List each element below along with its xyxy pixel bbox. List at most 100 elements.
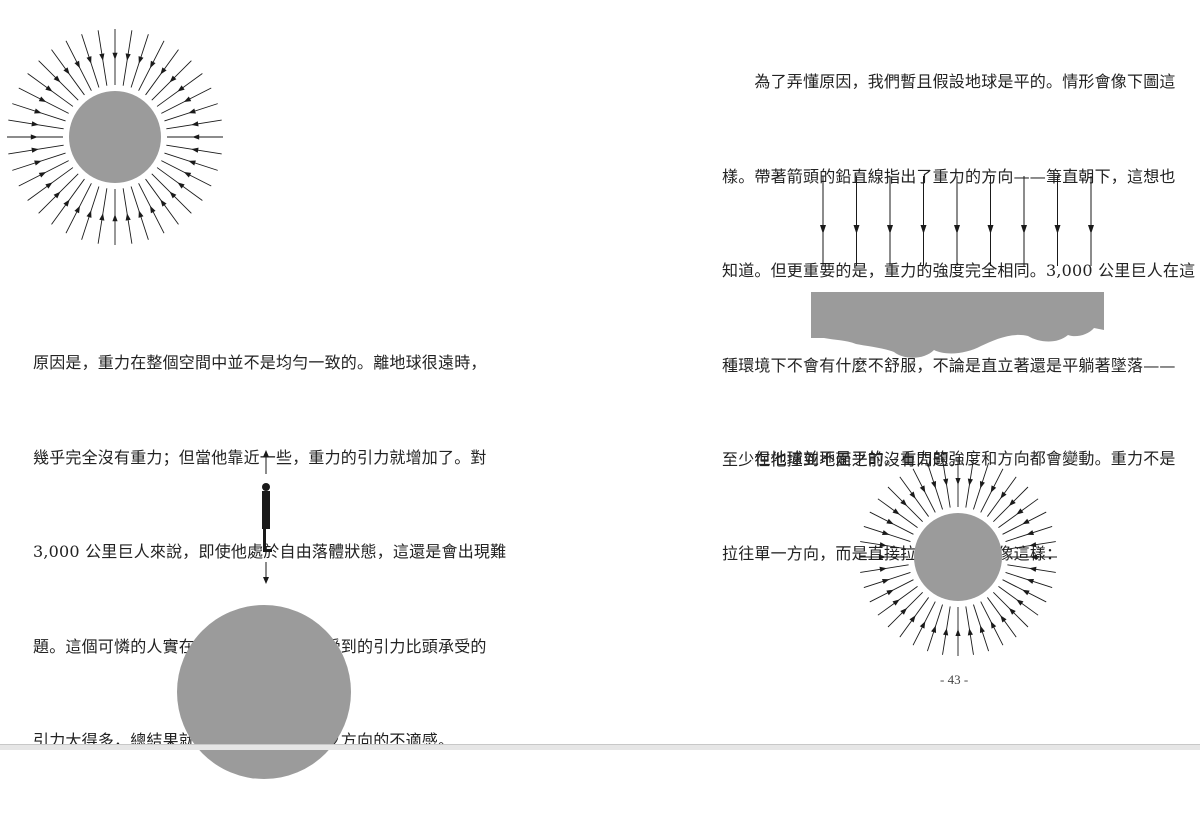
inward-arrow-icon <box>965 459 974 508</box>
inward-arrow-icon <box>859 554 908 560</box>
inward-arrow-icon <box>1008 554 1057 560</box>
inward-arrow-icon <box>877 586 918 616</box>
inward-arrow-icon <box>166 119 222 130</box>
inward-arrow-icon <box>12 152 66 171</box>
inward-arrow-icon <box>860 541 909 550</box>
radial-gravity-diagram-left <box>7 29 223 245</box>
inward-arrow-icon <box>869 511 914 535</box>
inward-arrow-icon <box>1002 511 1047 535</box>
inward-arrow-icon <box>38 60 79 101</box>
text-line: 幾乎完全沒有重力；但當他靠近一些，重力的引力就增加了。對 <box>33 447 487 467</box>
inward-arrow-icon <box>151 60 192 101</box>
inward-arrow-icon <box>1002 579 1047 603</box>
inward-arrow-icon <box>145 49 179 96</box>
inward-arrow-icon <box>161 160 212 187</box>
text-line: 但地球並不是平的。重力的強度和方向都會變動。重力不是 <box>722 449 1176 468</box>
down-arrow-icon <box>820 176 826 266</box>
flat-earth-slab <box>811 292 1104 358</box>
down-arrow-icon <box>1021 176 1027 266</box>
inward-arrow-icon <box>965 606 974 655</box>
text-line: 種環境下不會有什麼不舒服，不論是直立著還是平躺著墜落—— <box>722 355 1176 375</box>
inward-arrow-icon <box>27 73 74 107</box>
inward-arrow-icon <box>942 606 951 655</box>
inward-arrow-icon <box>167 134 223 140</box>
inward-arrow-icon <box>993 592 1029 628</box>
inward-arrow-icon <box>38 173 79 214</box>
left-diagram-earth <box>69 91 161 183</box>
inward-arrow-icon <box>161 87 212 114</box>
inward-arrow-icon <box>27 167 74 201</box>
inward-arrow-icon <box>130 186 149 240</box>
bottom-edge-bar <box>0 744 1200 750</box>
down-arrow-icon <box>954 176 960 266</box>
inward-arrow-icon <box>912 468 936 513</box>
inward-arrow-icon <box>998 498 1039 528</box>
inward-arrow-icon <box>81 34 100 88</box>
inward-arrow-icon <box>887 592 923 628</box>
inward-arrow-icon <box>980 601 1004 646</box>
inward-arrow-icon <box>138 183 165 234</box>
inward-arrow-icon <box>97 30 108 86</box>
down-arrow-icon <box>853 176 860 266</box>
inward-arrow-icon <box>81 186 100 240</box>
inward-arrow-icon <box>145 178 179 225</box>
inward-arrow-icon <box>1005 525 1053 542</box>
inward-arrow-icon <box>130 34 149 88</box>
inward-arrow-icon <box>122 188 133 244</box>
inward-arrow-icon <box>51 178 85 225</box>
giant-person-icon <box>262 483 272 552</box>
inward-arrow-icon <box>1007 541 1056 550</box>
right-diagram-earth <box>914 513 1002 601</box>
inward-arrow-icon <box>12 103 66 122</box>
earth-circle-bottom <box>177 605 351 779</box>
inward-arrow-icon <box>899 476 929 517</box>
inward-arrow-icon <box>869 579 914 603</box>
page-number: - 43 - <box>940 672 969 687</box>
inward-arrow-icon <box>980 468 1004 513</box>
text-line: 至少在他撞到地面之前沒有問題。 <box>722 450 966 469</box>
inward-arrow-icon <box>112 29 118 85</box>
inward-arrow-icon <box>987 476 1017 517</box>
inward-arrow-icon <box>1005 572 1053 589</box>
down-arrow-icon <box>987 176 994 266</box>
left-page: 原因是，重力在整個空間中並不是均勻一致的。離地球很遠時， 幾乎完全沒有重力；但當… <box>0 0 600 779</box>
inward-arrow-icon <box>1007 564 1056 573</box>
inward-arrow-icon <box>156 167 203 201</box>
text-line: 為了弄懂原因，我們暫且假設地球是平的。情形會像下圖這 <box>722 72 1176 91</box>
inward-arrow-icon <box>18 87 69 114</box>
inward-arrow-icon <box>955 607 961 656</box>
down-arrow-icon <box>1054 176 1061 266</box>
inward-arrow-icon <box>166 144 222 155</box>
inward-arrow-icon <box>877 498 918 528</box>
inward-arrow-icon <box>887 486 923 522</box>
inward-arrow-icon <box>899 597 929 638</box>
inward-arrow-icon <box>955 458 961 507</box>
text-line: 知道。但更重要的是，重力的強度完全相同。3,000 公里巨人在這 <box>722 261 1196 280</box>
inward-arrow-icon <box>993 486 1029 522</box>
text-line: 原因是，重力在整個空間中並不是均勻一致的。離地球很遠時， <box>33 353 487 372</box>
inward-arrow-icon <box>998 586 1039 616</box>
giant-figure-diagram <box>262 450 272 584</box>
inward-arrow-icon <box>65 183 92 234</box>
inward-arrow-icon <box>8 119 64 130</box>
radial-gravity-diagram-right <box>859 458 1057 656</box>
inward-arrow-icon <box>7 134 63 140</box>
inward-arrow-icon <box>164 152 218 171</box>
inward-arrow-icon <box>926 462 943 510</box>
inward-arrow-icon <box>860 564 909 573</box>
down-arrow-icon <box>263 562 269 584</box>
parallel-gravity-arrows <box>820 176 1094 266</box>
right-paragraph-1: 為了弄懂原因，我們暫且假設地球是平的。情形會像下圖這 樣。帶著箭頭的鉛直線指出了… <box>722 3 1200 539</box>
inward-arrow-icon <box>151 173 192 214</box>
inward-arrow-icon <box>8 144 64 155</box>
inward-arrow-icon <box>973 604 990 652</box>
down-arrow-icon <box>1088 176 1094 266</box>
inward-arrow-icon <box>156 73 203 107</box>
inward-arrow-icon <box>51 49 85 96</box>
inward-arrow-icon <box>863 525 911 542</box>
inward-arrow-icon <box>65 40 92 91</box>
up-arrow-icon <box>263 450 269 474</box>
down-arrow-icon <box>887 176 893 266</box>
down-arrow-icon <box>920 176 927 266</box>
inward-arrow-icon <box>18 160 69 187</box>
